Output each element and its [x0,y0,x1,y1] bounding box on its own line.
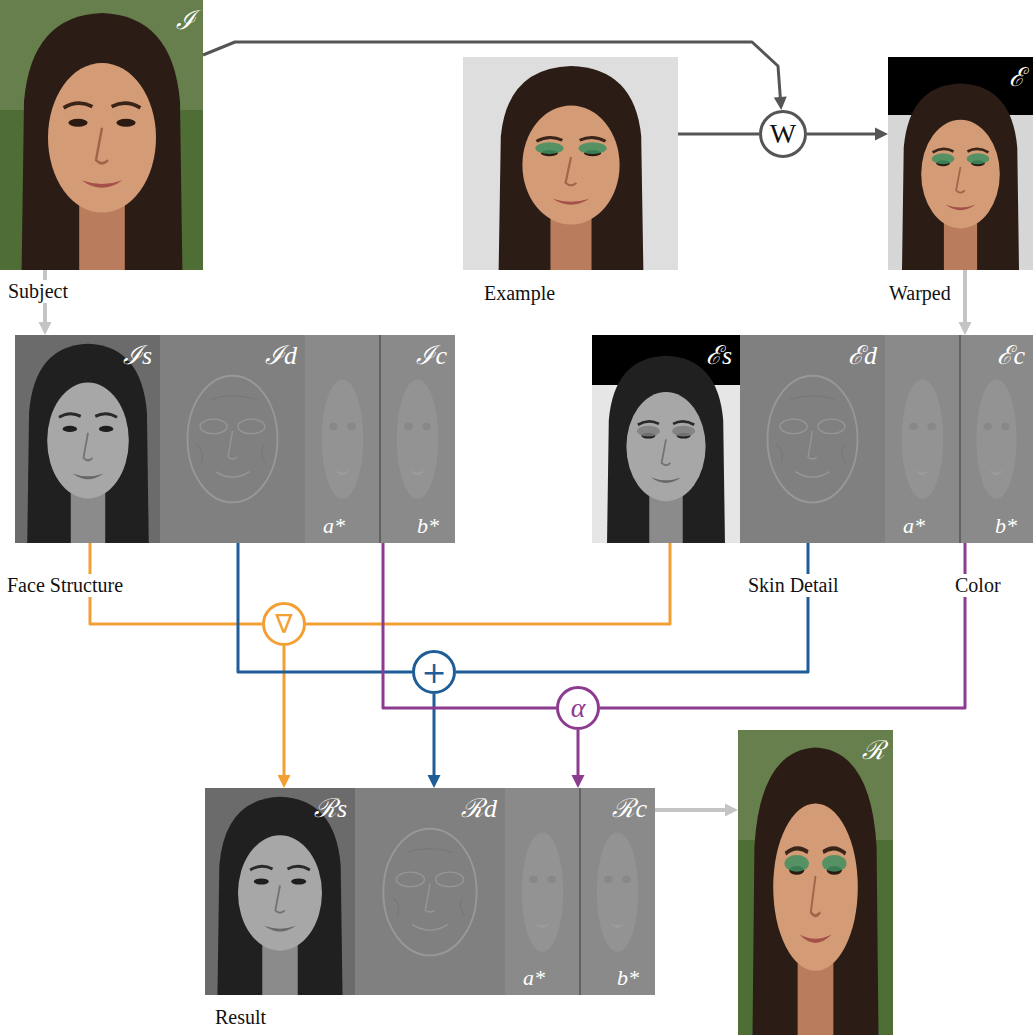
channel-label: a* [523,965,545,991]
connector [655,804,738,817]
layer-panel: ℰca*b*Color [885,335,1033,543]
connector [383,543,556,708]
arrowhead [278,775,291,788]
connector [678,134,759,135]
connector-line [655,808,726,812]
connector-line [577,730,580,776]
arrowhead [428,775,441,788]
panel-caption: Color [953,574,1003,597]
connector-line [456,543,808,672]
script-label: ℰc [997,336,1025,372]
operator-circle: ∇ [262,602,306,646]
connector [278,646,291,788]
photo-panel: ℛ [738,730,893,1035]
connector [807,128,888,141]
connector [238,543,412,672]
arrowhead [572,775,585,788]
channel-label: a* [323,513,345,539]
operator-symbol: ∇ [262,609,306,639]
photo-panel: Example [463,57,678,270]
connector-line [600,543,965,708]
layer-panel: ℐc a* b* [305,335,455,543]
operator-symbol: W [759,118,807,150]
connector-line [807,133,876,136]
script-label: ℛs [314,789,347,825]
connector-line [306,543,670,624]
channel-label: b* [617,965,639,991]
operator-symbol: α [556,692,600,724]
connector [959,270,972,335]
panel-caption: Example [482,282,557,305]
arrowhead [774,97,787,110]
script-label: ℛ [862,731,885,767]
panel-caption: Face Structure [5,574,125,597]
panel-caption: Result [213,1006,268,1029]
channel-label: b* [417,513,439,539]
arrowhead [39,322,52,335]
operator-symbol: + [412,655,456,690]
layer-panel: ℐd [160,335,305,543]
photo-panel: ℐSubject [0,0,203,270]
channel-label: b* [995,513,1017,539]
connector-line [963,270,967,323]
connector [600,543,965,708]
connector-line [238,543,412,672]
arrowhead [959,322,972,335]
layer-panel: ℛd [355,788,505,995]
layer-panel: ℛc a* b* [505,788,655,995]
operator-circle: α [556,686,600,730]
script-label: ℛc [612,789,647,825]
connector-line [383,543,556,708]
connector-line [283,646,286,776]
script-label: ℐc [416,336,447,372]
script-label: ℰs [706,336,732,372]
arrowhead [875,128,888,141]
script-label: ℐ [176,1,195,37]
connector-line [433,694,436,776]
layer-panel: ℰs [592,335,740,543]
operator-circle: W [759,110,807,158]
layer-panel: ℐsFace Structure [15,335,160,543]
channel-label: a* [903,513,925,539]
panel-caption: Subject [6,280,70,303]
arrowhead [725,804,738,817]
script-label: ℐs [123,336,152,372]
script-label: ℰ [1009,58,1025,94]
connector-line [678,133,759,136]
layer-panel: ℰdSkin Detail [740,335,885,543]
connector [203,42,787,110]
script-label: ℛd [461,789,497,825]
panel-caption: Skin Detail [746,574,841,597]
script-label: ℐd [265,336,297,372]
connector [306,543,670,624]
connector [572,730,585,788]
operator-circle: + [412,650,456,694]
photo-panel: ℰWarped [888,57,1033,270]
layer-panel: ℛsResult [205,788,355,995]
script-label: ℰd [848,336,877,372]
panel-caption: Warped [887,282,953,305]
connector [456,543,808,672]
connector-line [203,42,780,98]
